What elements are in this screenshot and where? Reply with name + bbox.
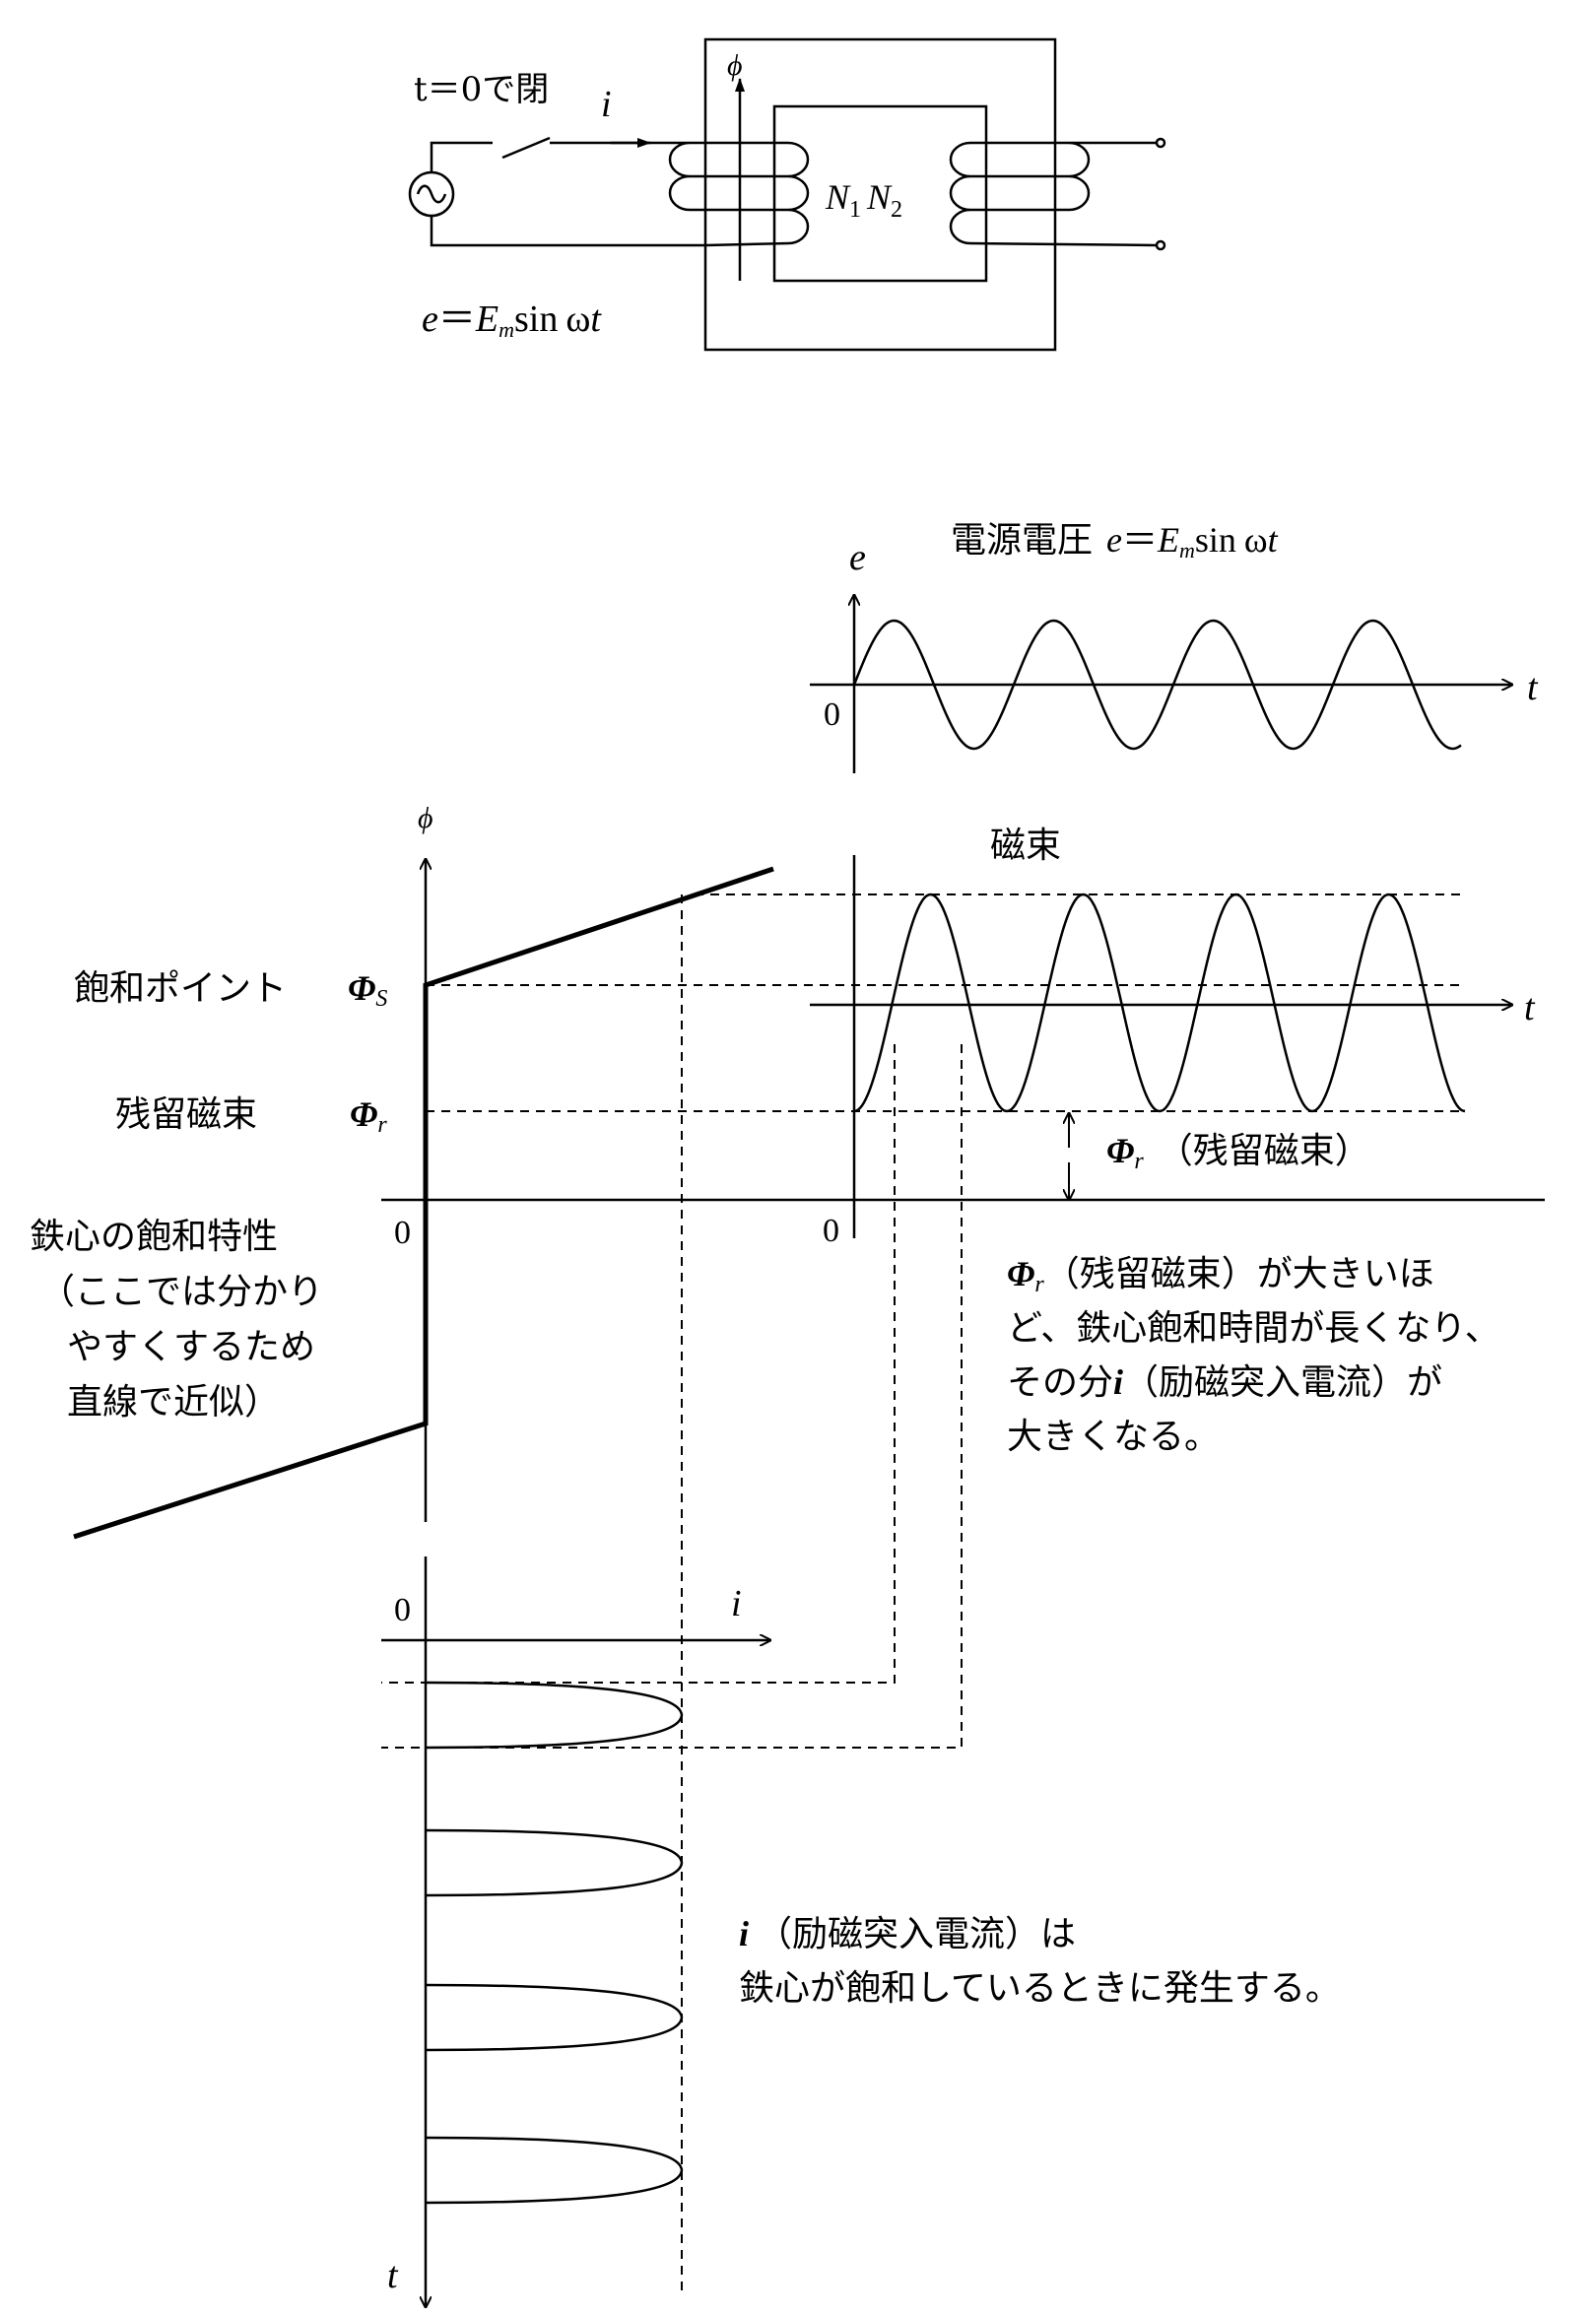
svg-text:Φr（残留磁束）が大きいほ: Φr（残留磁束）が大きいほ bbox=[1007, 1254, 1434, 1297]
output-terminal-1 bbox=[1155, 137, 1166, 149]
primary-coil bbox=[650, 141, 810, 247]
voltage-sine-curve bbox=[852, 619, 1462, 751]
saturation-characteristic-line bbox=[73, 866, 774, 1540]
svg-text:やすくするため: やすくするため bbox=[67, 1327, 315, 1367]
flux-x-axis-label: t bbox=[1524, 987, 1536, 1028]
phi-r-label: Φr bbox=[350, 1094, 387, 1138]
svg-text:i（励磁突入電流）は: i（励磁突入電流）は bbox=[739, 1914, 1076, 1954]
residual-flux-label: 残留磁束 bbox=[115, 1094, 257, 1135]
saturation-y-axis-label: ϕ bbox=[418, 802, 433, 834]
inrush-pulse-3 bbox=[425, 1983, 684, 2052]
voltage-y-axis-label: e bbox=[849, 537, 866, 578]
flux-origin-label: 0 bbox=[823, 1213, 839, 1249]
ac-sine-icon bbox=[416, 184, 447, 204]
svg-text:その分i（励磁突入電流）が: その分i（励磁突入電流）が bbox=[1007, 1362, 1442, 1403]
svg-text:ど、鉄心飽和時間が長くなり、: ど、鉄心飽和時間が長くなり、 bbox=[1007, 1308, 1500, 1349]
inrush-pulse-2 bbox=[425, 1828, 684, 1897]
voltage-origin-label: 0 bbox=[824, 696, 840, 733]
flux-label: ϕ bbox=[727, 49, 743, 82]
residual-flux-explanation: Φr（残留磁束）が大きいほ ど、鉄心飽和時間が長くなり、 その分i（励磁突入電流… bbox=[1007, 1254, 1500, 1457]
transformer-circuit bbox=[408, 37, 1166, 352]
residual-flux-note: Φr（残留磁束） bbox=[1106, 1131, 1370, 1174]
inrush-pulse-4 bbox=[425, 2136, 684, 2205]
switch-icon bbox=[501, 136, 551, 160]
svg-text:大きくなる。: 大きくなる。 bbox=[1007, 1417, 1220, 1457]
svg-text:鉄心が飽和しているときに発生する。: 鉄心が飽和しているときに発生する。 bbox=[739, 1968, 1341, 2009]
core-saturation-note: 鉄心の飽和特性 （ここでは分かり やすくするため 直線で近似） bbox=[30, 1217, 323, 1423]
voltage-x-axis-label: t bbox=[1527, 667, 1539, 708]
output-terminal-2 bbox=[1155, 239, 1166, 251]
transformer-core-outer bbox=[703, 37, 1057, 352]
saturation-origin-label: 0 bbox=[394, 1215, 411, 1251]
secondary-coil bbox=[949, 141, 1159, 247]
current-t-axis-label: t bbox=[387, 2255, 399, 2296]
switch-label: t＝0で閉 bbox=[414, 70, 549, 109]
flux-curve bbox=[853, 893, 1466, 1113]
current-x-axis-label: i bbox=[731, 1583, 742, 1624]
svg-text:直線で近似）: 直線で近似） bbox=[67, 1382, 280, 1423]
inrush-pulse-1 bbox=[425, 1681, 684, 1750]
phi-s-label: ΦS bbox=[348, 968, 387, 1012]
transformer-core-window bbox=[772, 104, 988, 283]
projection-lines bbox=[381, 894, 963, 2295]
svg-text:（ここでは分かり: （ここでは分かり bbox=[39, 1272, 323, 1312]
saturation-point-label: 飽和ポイント bbox=[74, 968, 287, 1009]
current-label: i bbox=[601, 84, 612, 125]
flux-graph-title: 磁束 bbox=[990, 826, 1061, 866]
inrush-explanation: i（励磁突入電流）は 鉄心が飽和しているときに発生する。 bbox=[739, 1914, 1341, 2009]
svg-text:鉄心の飽和特性: 鉄心の飽和特性 bbox=[30, 1217, 278, 1257]
current-origin-label: 0 bbox=[394, 1592, 411, 1628]
